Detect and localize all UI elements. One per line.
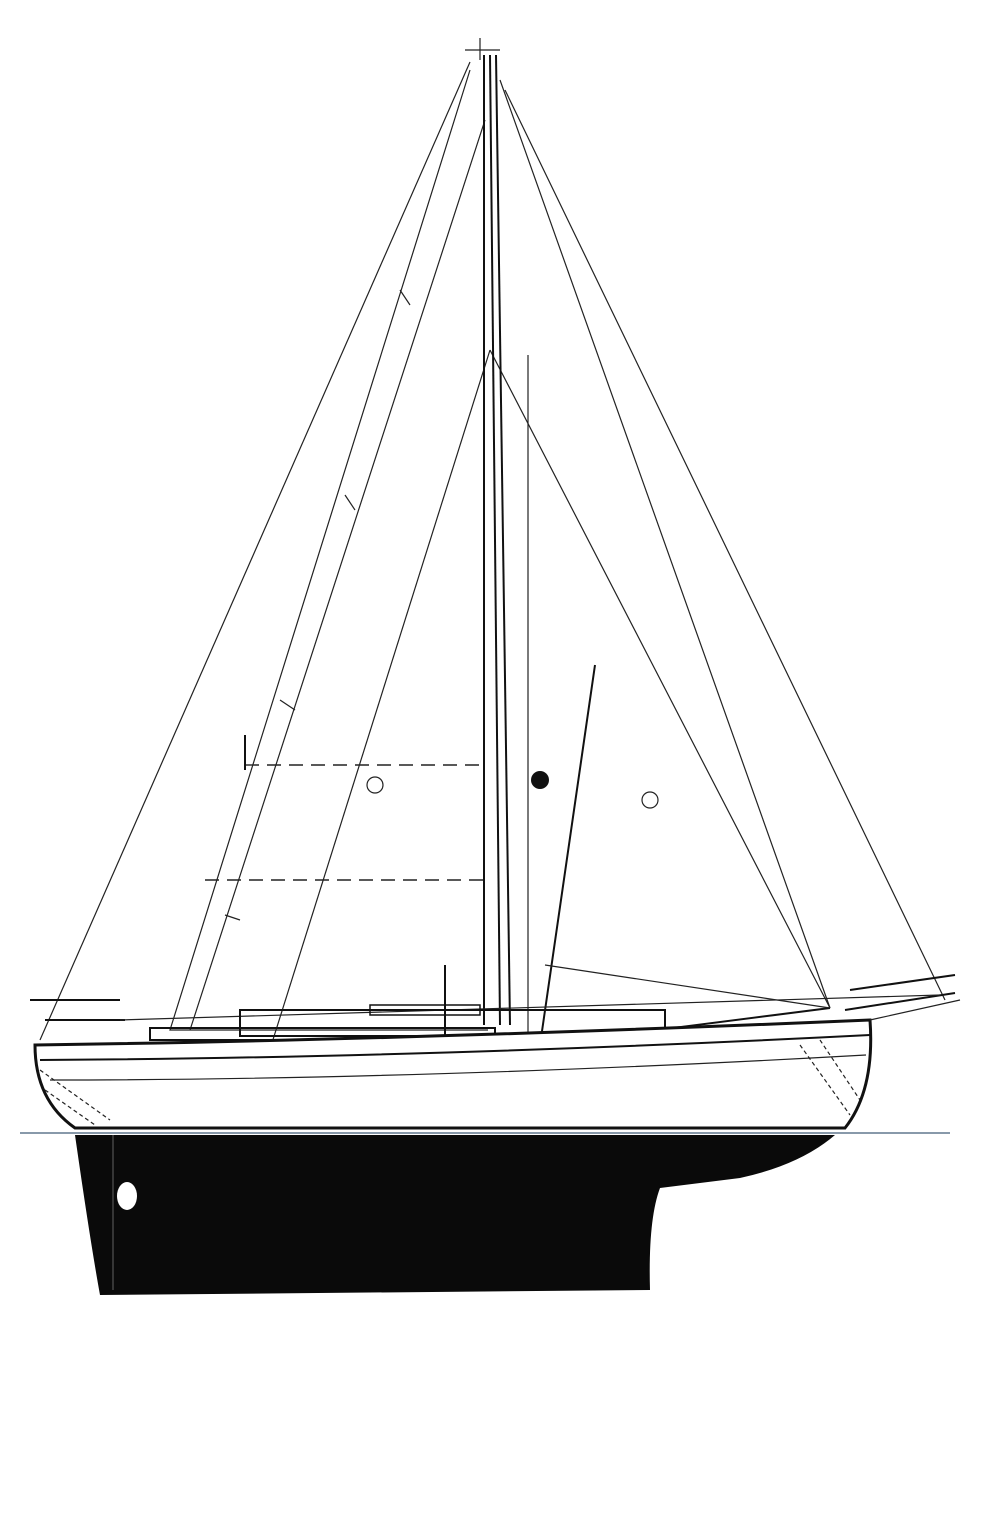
- propeller-aperture: [117, 1182, 137, 1210]
- staysail: [444, 355, 529, 1041]
- mainsail-leech: [189, 119, 486, 1031]
- headstay: [504, 89, 946, 1001]
- backstay: [39, 61, 471, 1041]
- forestay: [499, 79, 831, 1009]
- keel: [75, 1135, 835, 1295]
- rigging: [39, 61, 946, 1066]
- mainsail: [169, 69, 488, 1031]
- jib: [531, 664, 831, 1056]
- running-backstay: [264, 349, 491, 1066]
- bowsprit: [869, 999, 961, 1021]
- lifelines: [30, 974, 956, 1021]
- mast: [465, 38, 511, 1026]
- hull: [33, 999, 961, 1130]
- inner-forestay: [489, 349, 831, 1009]
